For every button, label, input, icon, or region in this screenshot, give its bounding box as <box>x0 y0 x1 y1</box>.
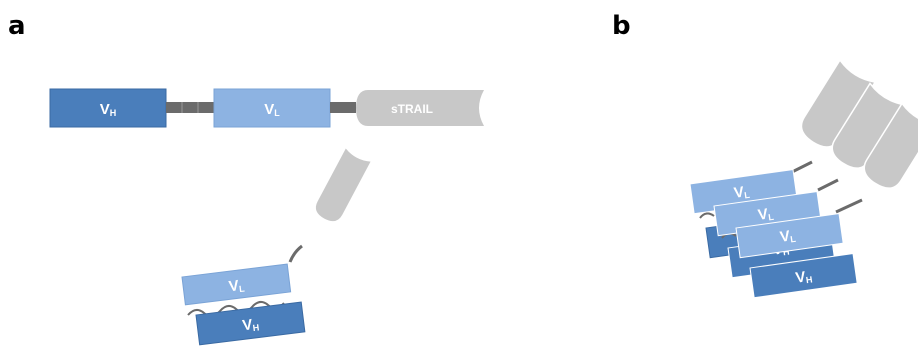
strail-folded <box>315 148 371 222</box>
vh-domain-folded-label: VH <box>241 315 259 334</box>
vl-domain-folded-label: VL <box>228 276 246 295</box>
vl-domain <box>213 88 331 128</box>
vl-trimer-3-label: VL <box>779 227 797 246</box>
strail-trimer-2 <box>831 82 906 169</box>
linker-wavy <box>187 301 285 317</box>
folded-monomer: VL VH <box>181 148 371 346</box>
vl-trimer-2-label: VL <box>757 205 775 224</box>
vh-domain <box>49 88 167 128</box>
vh-trimer-3 <box>749 252 858 299</box>
vl-domain-label: VL <box>264 101 280 118</box>
vh-trimer-3-label: VH <box>794 268 813 287</box>
strail-trimer-1 <box>802 61 874 147</box>
linker-vh-vl <box>166 102 214 113</box>
vh-domain-folded <box>195 301 306 346</box>
trimer-assembly: VH VH VL VL VL <box>689 61 918 299</box>
linker-folded <box>288 244 303 263</box>
vl-trimer-1-label: VL <box>733 183 751 202</box>
panel-label-b: b <box>612 11 631 41</box>
strail-label: sTRAIL <box>391 102 433 116</box>
vl-domain-folded <box>181 263 292 306</box>
vl-trimer-3 <box>735 212 844 259</box>
panel-label-a: a <box>8 11 26 41</box>
vh-domain-label: VH <box>100 101 117 118</box>
strail-trimer-3 <box>863 102 918 189</box>
linear-construct: VH VL sTRAIL <box>49 88 484 128</box>
linker-vl-trail <box>330 102 356 113</box>
